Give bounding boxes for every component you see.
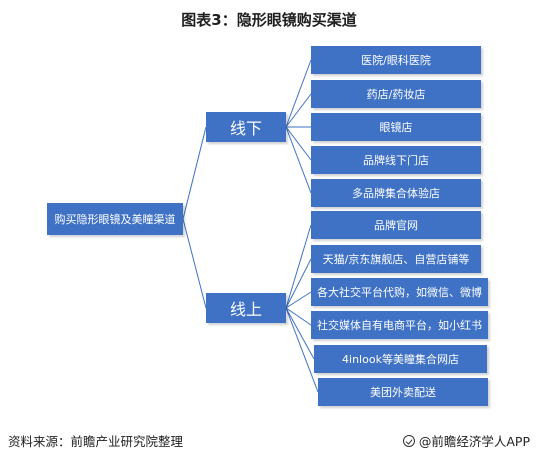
brand-logo-icon <box>402 434 415 447</box>
leaf-node-offline-4: 品牌线下门店 <box>311 146 481 174</box>
leaf-node-offline-3: 眼镜店 <box>311 113 481 141</box>
connector-offline-5 <box>285 126 312 194</box>
leaf-node-online-6: 美团外卖配送 <box>318 378 488 406</box>
leaf-node-offline-1: 医院/眼科医院 <box>311 46 481 74</box>
connector-online-2 <box>285 258 312 309</box>
brand-credit-text: @前瞻经济学人APP <box>418 434 530 449</box>
leaf-node-online-4: 社交媒体自有电商平台，如小红书 <box>311 311 488 339</box>
source-note: 资料来源：前瞻产业研究院整理 <box>8 434 184 449</box>
connector-online-6 <box>285 307 319 393</box>
connector-offline-1 <box>285 59 312 128</box>
connector-offline-4 <box>285 126 312 161</box>
connector-online-3 <box>285 291 312 309</box>
leaf-node-offline-2: 药店/药妆店 <box>311 80 481 108</box>
branch-node-online: 线上 <box>206 293 286 323</box>
diagram-title: 图表3：隐形眼镜购买渠道 <box>181 11 357 29</box>
leaf-node-online-3: 各大社交平台代购，如微信、微博 <box>311 278 488 306</box>
leaf-node-online-2: 天猫/京东旗舰店、自营店铺等 <box>311 245 481 273</box>
leaf-node-online-1: 品牌官网 <box>311 211 481 239</box>
connector-online-1 <box>285 224 312 309</box>
connector-root-online <box>182 218 207 309</box>
root-node: 购买隐形眼镜及美瞳渠道 <box>47 203 183 235</box>
connector-online-5 <box>285 307 315 360</box>
connector-root-offline <box>182 126 207 220</box>
branch-node-offline: 线下 <box>206 112 286 142</box>
leaf-node-online-5: 4inlook等美瞳集合网店 <box>314 345 487 373</box>
leaf-node-offline-5: 多品牌集合体验店 <box>311 179 481 207</box>
connector-online-4 <box>285 307 312 326</box>
connector-offline-2 <box>285 93 312 128</box>
brand-credit: @前瞻经济学人APP <box>402 431 530 450</box>
